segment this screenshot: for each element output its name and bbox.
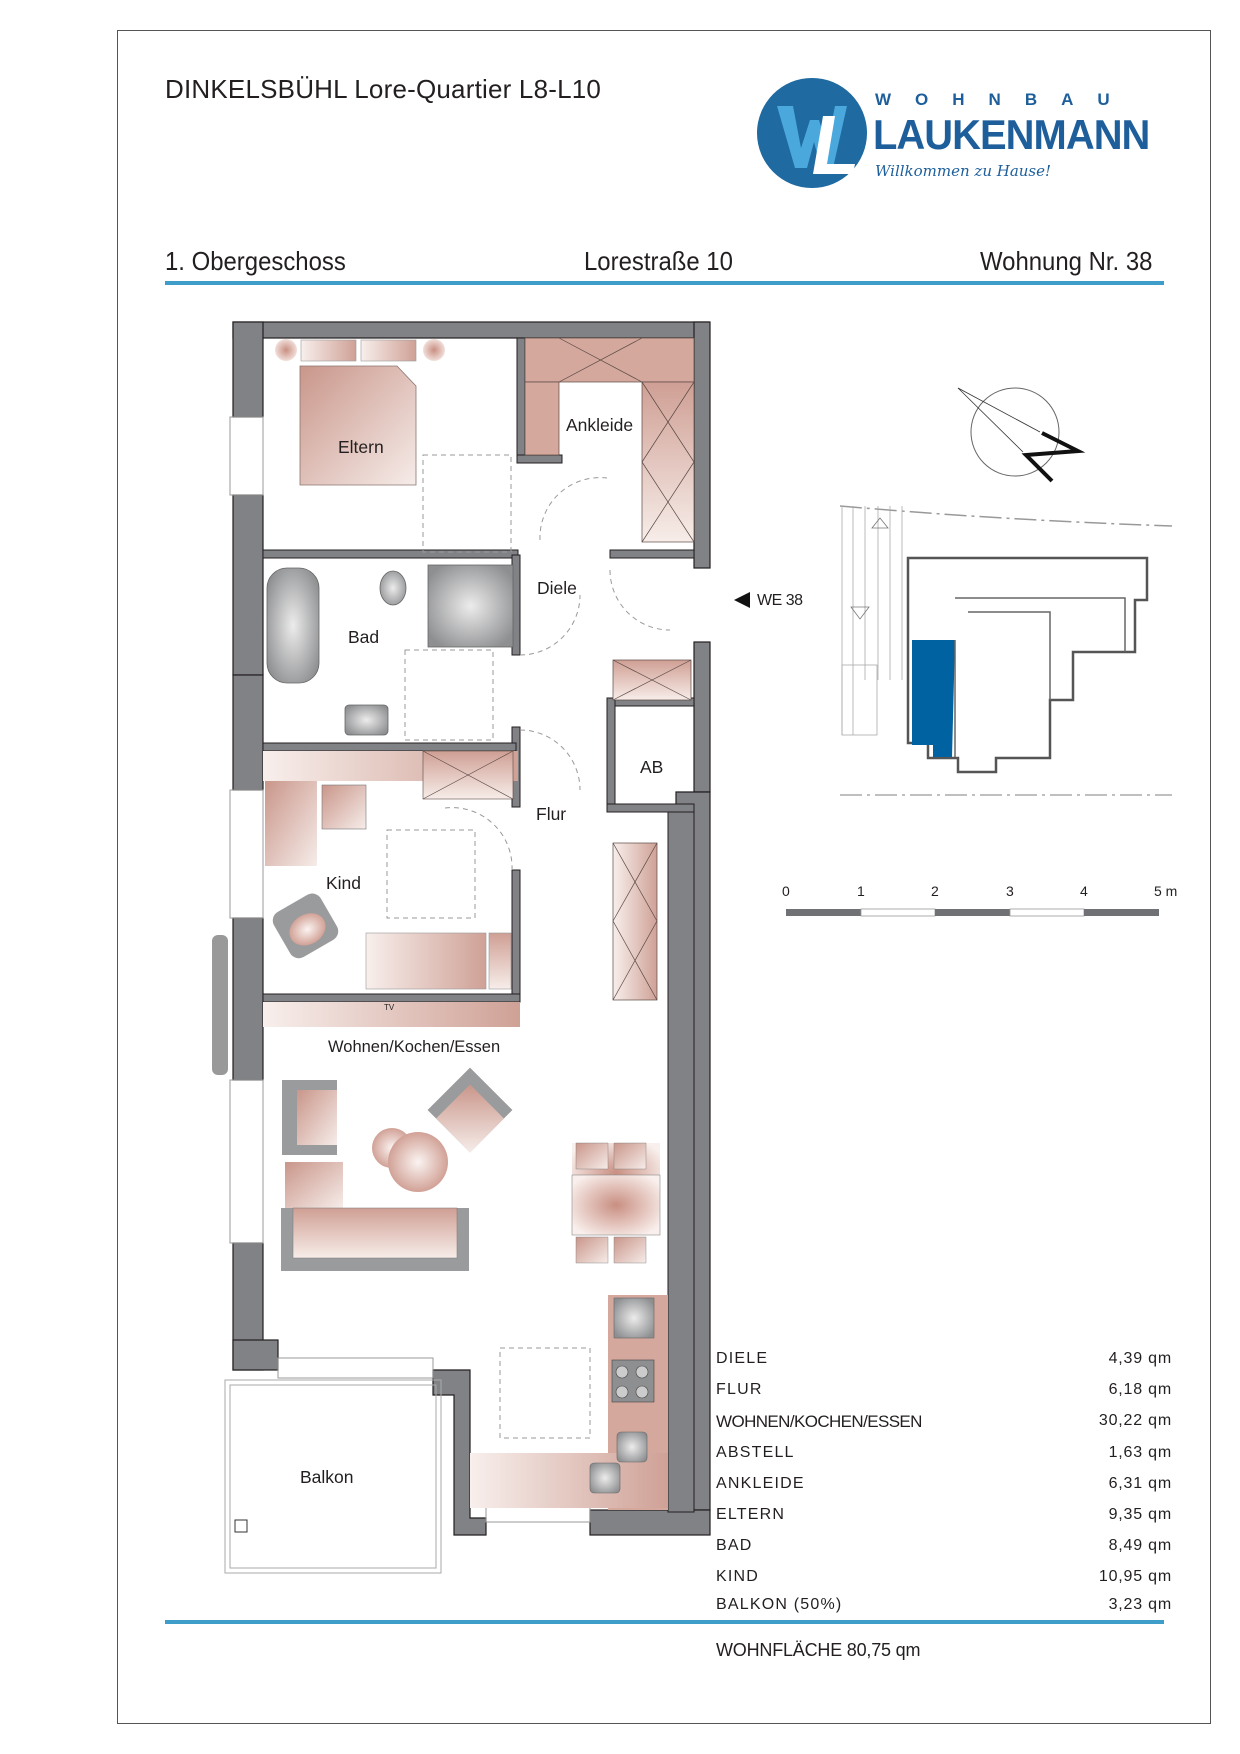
- entrance-arrow-icon: [734, 592, 750, 608]
- room-label-wohnen: Wohnen/Kochen/Essen: [328, 1038, 501, 1056]
- entrance-label: WE 38: [757, 592, 803, 609]
- area-name: ANKLEIDE: [716, 1475, 805, 1492]
- area-row: BALKON (50%) 3,23 qm: [716, 1596, 1172, 1620]
- area-row: WOHNEN/KOCHEN/ESSEN 30,22 qm: [716, 1412, 1172, 1436]
- scale-tick-3: 3: [1006, 883, 1014, 899]
- area-row: KIND 10,95 qm: [716, 1568, 1172, 1592]
- site-plan: [839, 505, 1173, 796]
- area-name: BAD: [716, 1537, 753, 1554]
- scale-tick-0: 0: [782, 883, 790, 899]
- scale-tick-5: 5 m: [1154, 883, 1178, 899]
- wohnen-furniture: [281, 1067, 661, 1271]
- area-value: 10,95 qm: [1098, 1568, 1172, 1585]
- room-label-diele: Diele: [537, 578, 577, 598]
- kitchen-counter: [470, 1295, 668, 1510]
- floor-label: 1. Obergeschoss: [165, 246, 346, 276]
- logo-mark-icon: [757, 78, 867, 188]
- tv-sideboard: [263, 1002, 520, 1027]
- ankleide-wardrobe: [524, 337, 695, 543]
- project-title: DINKELSBÜHL Lore-Quartier L8-L10: [165, 74, 602, 104]
- clearance-areas: [386, 454, 671, 1439]
- logo-slogan: Willkommen zu Hause!: [875, 162, 1052, 180]
- area-name: ABSTELL: [716, 1444, 795, 1461]
- windows: [229, 416, 591, 1523]
- area-value: 30,22 qm: [1098, 1412, 1172, 1429]
- area-row: ELTERN 9,35 qm: [716, 1506, 1172, 1530]
- balkon-outline: [224, 1379, 442, 1574]
- north-arrow-icon: [957, 387, 1086, 483]
- footer-rule: [165, 1620, 1164, 1624]
- area-value: 4,39 qm: [1108, 1350, 1172, 1367]
- scale-tick-2: 2: [931, 883, 939, 899]
- room-label-balkon: Balkon: [300, 1467, 354, 1487]
- logo-wordmark-top: WOHNBAU: [875, 90, 1134, 109]
- eltern-furniture: [275, 339, 445, 486]
- scale-tick-4: 4: [1080, 883, 1088, 899]
- room-label-ab: AB: [640, 757, 664, 777]
- room-label-kind: Kind: [326, 873, 362, 893]
- kind-furniture: [263, 750, 518, 990]
- scale-tick-1: 1: [857, 883, 865, 899]
- area-value: 3,23 qm: [1108, 1596, 1172, 1613]
- room-label-bad: Bad: [348, 627, 380, 647]
- area-name: KIND: [716, 1568, 760, 1585]
- room-label-eltern: Eltern: [338, 437, 384, 457]
- total-living-area: WOHNFLÄCHE 80,75 qm: [716, 1640, 921, 1660]
- street-label: Lorestraße 10: [584, 246, 733, 276]
- area-value: 1,63 qm: [1108, 1444, 1172, 1461]
- company-logo: WOHNBAU LAUKENMANN Willkommen zu Hause!: [755, 76, 1170, 191]
- area-name: DIELE: [716, 1350, 769, 1367]
- scale-bar: [786, 908, 1159, 917]
- area-name: FLUR: [716, 1381, 763, 1398]
- flur-wardrobe: [612, 659, 692, 1001]
- logo-wordmark-main: LAUKENMANN: [873, 111, 1150, 158]
- area-row: FLUR 6,18 qm: [716, 1381, 1172, 1405]
- bad-fixtures: [266, 564, 514, 736]
- room-label-flur: Flur: [536, 804, 567, 824]
- area-value: 9,35 qm: [1108, 1506, 1172, 1523]
- unit-label: Wohnung Nr. 38: [980, 246, 1153, 276]
- page-frame: [117, 30, 1211, 1724]
- hedge-icon: [212, 935, 228, 1075]
- area-name: ELTERN: [716, 1506, 786, 1523]
- tv-label: TV: [384, 1003, 395, 1012]
- area-value: 6,18 qm: [1108, 1381, 1172, 1398]
- area-row: BAD 8,49 qm: [716, 1537, 1172, 1561]
- area-row: ABSTELL 1,63 qm: [716, 1444, 1172, 1468]
- area-name: WOHNEN/KOCHEN/ESSEN: [716, 1412, 922, 1431]
- header-rule: [165, 281, 1164, 285]
- area-value: 8,49 qm: [1108, 1537, 1172, 1554]
- area-value: 6,31 qm: [1108, 1475, 1172, 1492]
- area-row: DIELE 4,39 qm: [716, 1350, 1172, 1374]
- area-name: BALKON (50%): [716, 1596, 843, 1613]
- area-row: ANKLEIDE 6,31 qm: [716, 1475, 1172, 1499]
- room-label-ankleide: Ankleide: [566, 415, 634, 435]
